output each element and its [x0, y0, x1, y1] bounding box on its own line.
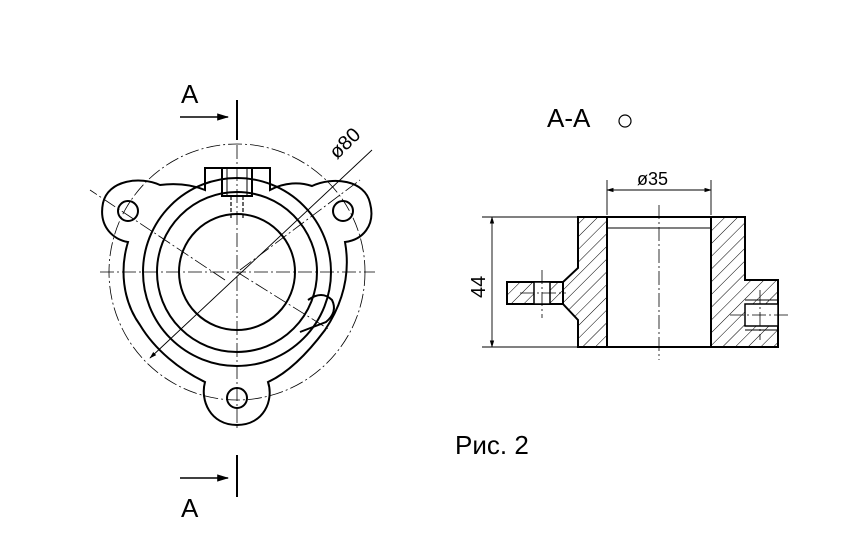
- dim-44: [482, 216, 578, 348]
- top-threaded-boss: [221, 167, 253, 218]
- hub-outer-circle: [142, 177, 332, 367]
- dim-44-label: 44: [468, 276, 490, 298]
- section-left-wall: [562, 216, 608, 348]
- section-view: [482, 180, 790, 360]
- bolt-hole-right: [332, 200, 354, 222]
- bolt-hole-bottom: [226, 387, 248, 409]
- right-boss: [299, 294, 335, 333]
- dim-80-line: [149, 149, 373, 359]
- bolt-circle: [108, 143, 366, 401]
- flange-outline: [101, 167, 373, 427]
- dim-80-label: ø80: [325, 124, 365, 164]
- rotation-symbol: [618, 114, 632, 128]
- front-view: [89, 100, 375, 497]
- section-line-marks: [180, 100, 238, 497]
- section-mark-top: А: [181, 79, 199, 109]
- figure-caption: Рис. 2: [455, 430, 529, 460]
- dim-35-label: ø35: [637, 169, 668, 189]
- section-centerlines: [520, 205, 790, 360]
- hub-inner-circle: [156, 191, 318, 353]
- bore-circle: [178, 213, 296, 331]
- section-title: А-А: [547, 103, 591, 133]
- section-right-wall: [710, 216, 779, 348]
- dim-35: [606, 180, 712, 215]
- bolt-hole-left: [117, 200, 139, 222]
- section-mark-bottom: А: [181, 493, 199, 523]
